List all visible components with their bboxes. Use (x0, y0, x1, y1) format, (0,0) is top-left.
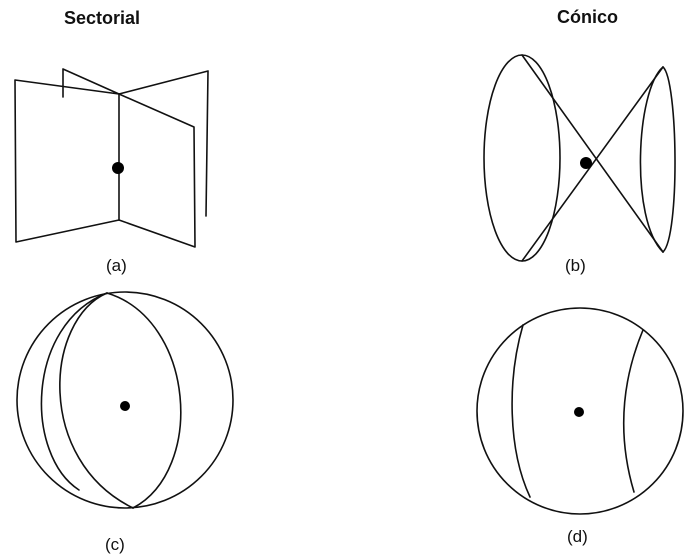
cone-generator-2 (521, 66, 664, 262)
caption-b: (b) (565, 256, 586, 275)
heading-conico: Cónico (557, 7, 618, 27)
front-right-plane (118, 93, 196, 248)
cone-line-right (622, 329, 644, 493)
center-point (112, 162, 124, 174)
cone-line-left (511, 324, 531, 498)
cone-generator-1 (521, 54, 664, 253)
front-left-plane (14, 79, 120, 243)
sphere-c-outline (16, 291, 234, 509)
sectoral-planes-diagram (14, 68, 209, 248)
caption-a: (a) (106, 256, 127, 275)
heading-sectorial: Sectorial (64, 8, 141, 28)
back-plane-right (118, 70, 209, 217)
left-cone-base (483, 54, 561, 262)
nodal-line-left (40, 292, 108, 491)
nodal-line-right (106, 292, 182, 509)
sphere-conical-diagram (476, 307, 684, 515)
double-cone-diagram (483, 54, 676, 262)
sphere-d-outline (476, 307, 684, 515)
right-cone-base-back (662, 66, 676, 253)
sphere-sectoral-diagram (16, 291, 234, 509)
cone-apex (580, 157, 592, 169)
caption-c: (c) (105, 535, 125, 554)
caption-d: (d) (567, 527, 588, 546)
sphere-c-center (120, 401, 130, 411)
sphere-d-center (574, 407, 584, 417)
back-plane (62, 68, 120, 98)
nodal-line-middle (59, 292, 134, 509)
